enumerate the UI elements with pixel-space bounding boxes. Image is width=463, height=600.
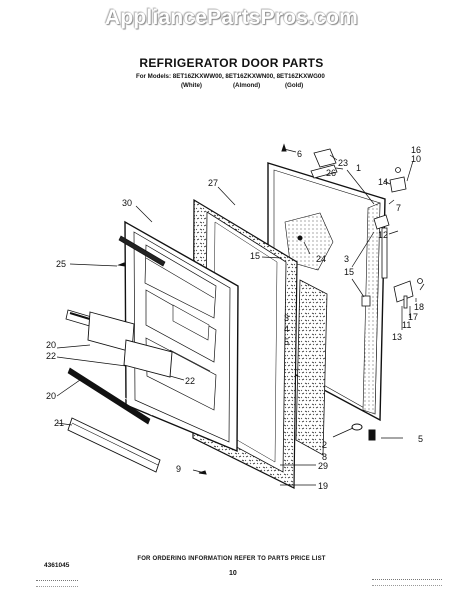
leader-lines xyxy=(56,148,425,486)
callout-7: 7 xyxy=(396,203,401,213)
callout-27: 27 xyxy=(208,178,218,188)
callout-4: 4 xyxy=(284,324,289,334)
callout-17: 17 xyxy=(408,312,418,322)
finish-almond: (Almond) xyxy=(233,82,261,89)
callout-29: 29 xyxy=(318,461,328,471)
top-hinge-assembly xyxy=(310,148,407,279)
callout-24: 24 xyxy=(316,254,326,264)
callout-3a: 3 xyxy=(344,254,349,264)
callout-16: 16 xyxy=(411,145,421,155)
finish-white: (White) xyxy=(181,82,202,89)
callout-5b: 5 xyxy=(284,337,289,347)
callout-20b: 20 xyxy=(46,391,56,401)
fine-print-right xyxy=(372,579,442,586)
page-title: REFRIGERATOR DOOR PARTS xyxy=(139,56,324,70)
callout-15b: 15 xyxy=(344,267,354,277)
models-line: For Models: 8ET16ZKXWW00, 8ET16ZKXWN00, … xyxy=(136,73,325,80)
callout-6: 6 xyxy=(297,149,302,159)
callout-9: 9 xyxy=(176,464,181,474)
callout-11: 11 xyxy=(402,320,411,330)
callout-8: 8 xyxy=(322,452,327,462)
callout-15a: 15 xyxy=(250,251,260,261)
page-number: 10 xyxy=(229,570,237,577)
door-insulation xyxy=(295,279,328,456)
callout-2: 2 xyxy=(322,440,327,450)
callout-26: 26 xyxy=(326,168,336,178)
callout-13: 13 xyxy=(392,332,402,342)
ordering-note: FOR ORDERING INFORMATION REFER TO PARTS … xyxy=(137,556,326,562)
callout-5a: 5 xyxy=(418,434,423,444)
callout-18: 18 xyxy=(414,302,424,312)
document-part-number: 4361045 xyxy=(44,562,70,569)
callout-21: 21 xyxy=(54,418,64,428)
callout-3b: 3 xyxy=(284,313,289,323)
finish-gold: (Gold) xyxy=(285,82,304,89)
callout-1: 1 xyxy=(356,163,361,173)
door-stop-assembly xyxy=(361,278,423,309)
callout-23: 23 xyxy=(338,158,348,168)
callout-19: 19 xyxy=(318,481,328,491)
callout-10: 10 xyxy=(411,154,421,164)
callout-labels: 1 2 3 3 4 5 5 6 7 8 9 10 11 12 13 14 15 … xyxy=(46,145,424,491)
callout-22b: 22 xyxy=(185,376,195,386)
callout-12: 12 xyxy=(378,230,388,240)
fine-print-left xyxy=(36,580,78,587)
callout-22a: 22 xyxy=(46,351,56,361)
callout-20a: 20 xyxy=(46,340,56,350)
callout-14: 14 xyxy=(378,177,388,187)
site-watermark: AppliancePartsPros.com xyxy=(105,6,358,29)
callout-30: 30 xyxy=(122,198,132,208)
shelf-and-trim-parts xyxy=(65,235,173,473)
callout-25: 25 xyxy=(56,259,66,269)
